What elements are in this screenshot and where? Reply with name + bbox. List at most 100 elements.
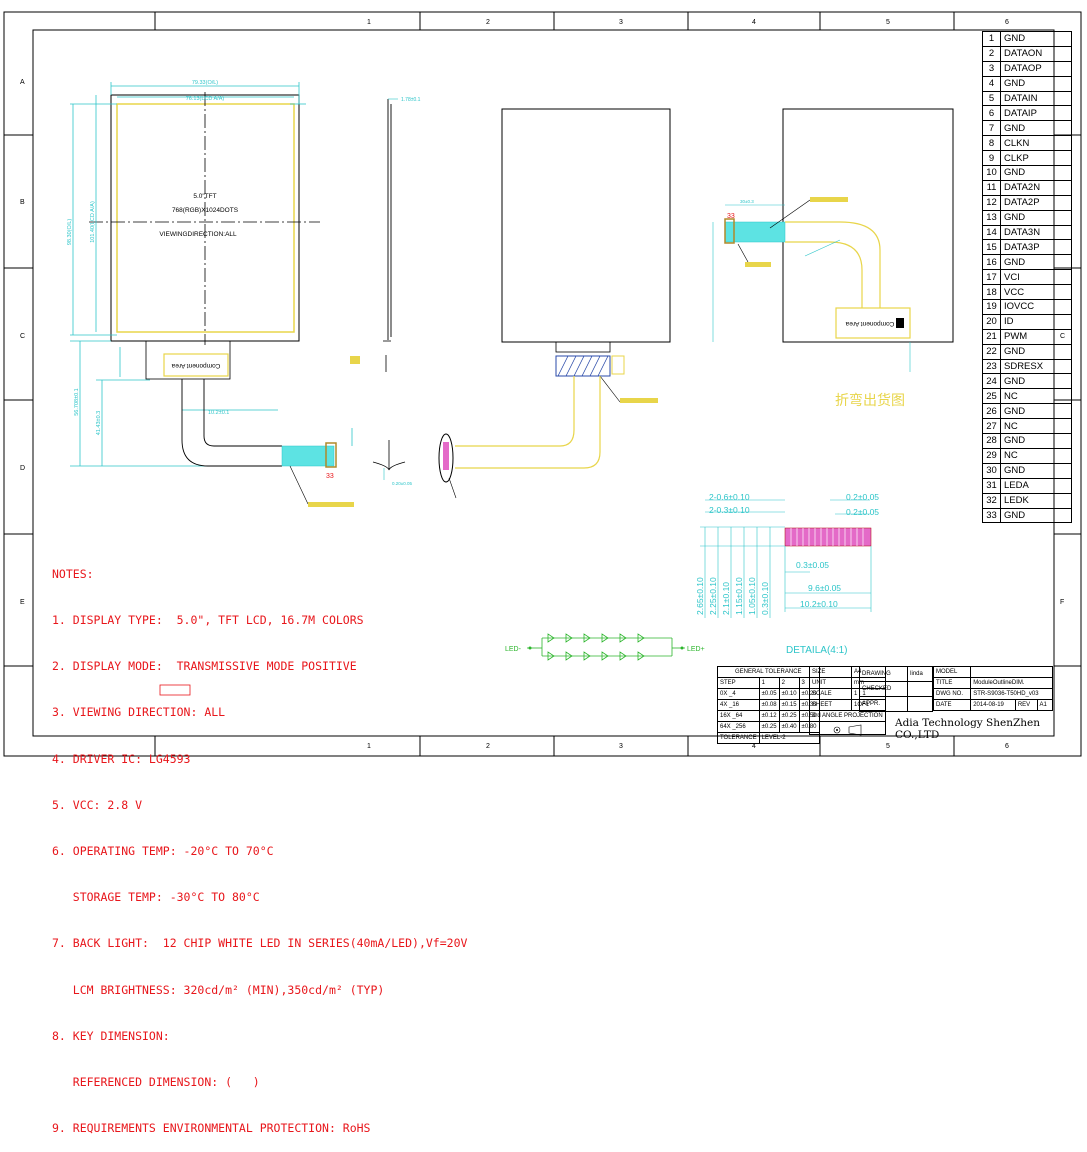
pin-signal: DATAIN bbox=[1000, 90, 1072, 107]
pin-signal: DATAIP bbox=[1000, 105, 1072, 122]
drawing-value: linda bbox=[907, 666, 933, 682]
detail-dim: 0.2±0.05 bbox=[846, 492, 879, 502]
tol-cell: ±0.40 bbox=[778, 721, 800, 733]
pin-signal: VCI bbox=[1000, 269, 1072, 286]
tol-cell: ±0.08 bbox=[758, 699, 780, 711]
tolerance-header: GENERAL TOLERANCE bbox=[717, 666, 820, 678]
detail-dim: 2-0.3±0.10 bbox=[709, 505, 750, 515]
detail-vdim: 2.65±0.10 bbox=[695, 577, 705, 615]
rev-label: REV bbox=[1014, 699, 1038, 711]
pin-signal: DATA3P bbox=[1000, 239, 1072, 256]
pin-signal: LEDK bbox=[1000, 492, 1072, 509]
pin-number: 24 bbox=[982, 373, 1001, 390]
dwg-label: DWG NO. bbox=[932, 688, 972, 700]
row-label: E bbox=[20, 599, 25, 606]
note-line: NOTES: bbox=[52, 566, 94, 581]
pin-signal: VCC bbox=[1000, 284, 1072, 301]
tol-cell: ±0.12 bbox=[758, 710, 780, 722]
row-label: F bbox=[1060, 599, 1064, 606]
note-line: LCM BRIGHTNESS: 320cd/m² (MIN),350cd/m² … bbox=[52, 982, 385, 997]
dim-bottom: 0.20±0.05 bbox=[392, 481, 412, 486]
led-string: LED- LED+ bbox=[505, 633, 705, 661]
dim-aa-height: 101.40(LCD A/A) bbox=[90, 201, 96, 243]
pin-number: 11 bbox=[982, 179, 1001, 196]
row-label: B bbox=[20, 199, 25, 206]
pin-number: 20 bbox=[982, 313, 1001, 330]
tol-cell: 0X _4 bbox=[717, 688, 760, 700]
pin-number: 33 bbox=[982, 507, 1001, 524]
detail-vdim: 2.25±0.10 bbox=[708, 577, 718, 615]
col-label: 4 bbox=[752, 743, 756, 750]
pin-number: 17 bbox=[982, 269, 1001, 286]
pin-number: 28 bbox=[982, 433, 1001, 449]
appr-label: APPR. bbox=[858, 696, 909, 712]
level-label: LEVEL-2 bbox=[758, 732, 820, 744]
checked-label: CHECKED bbox=[858, 681, 909, 697]
tol-cell: ±0.15 bbox=[778, 699, 800, 711]
sheet-label: SHEET bbox=[808, 699, 853, 711]
tol-cell: ±0.10 bbox=[778, 688, 800, 700]
tol-cell: ±0.25 bbox=[778, 710, 800, 722]
col-label: 5 bbox=[886, 743, 890, 750]
pin-number: 18 bbox=[982, 284, 1001, 301]
pin-number: 1 bbox=[982, 31, 1001, 47]
active-area bbox=[116, 103, 295, 333]
pin-signal: LEDA bbox=[1000, 477, 1072, 494]
viewing-label: VIEWINGDIRECTION:ALL bbox=[159, 231, 237, 238]
note-line: STORAGE TEMP: -30°C TO 80°C bbox=[52, 890, 260, 905]
detail-dim: 0.2±0.05 bbox=[846, 507, 879, 517]
col-label: 1 bbox=[367, 743, 371, 750]
detail-dim: 2-0.6±0.10 bbox=[709, 492, 750, 502]
dim-label: 30±0.3 bbox=[740, 199, 754, 204]
note-line: REFERENCED DIMENSION: ( ) bbox=[52, 1075, 260, 1090]
pin-signal: GND bbox=[1000, 165, 1072, 181]
pin-signal: CLKN bbox=[1000, 135, 1072, 152]
detail-vdim: 0.3±0.10 bbox=[760, 582, 770, 615]
pin-number: 2 bbox=[982, 45, 1001, 62]
scale-label: SCALE bbox=[808, 688, 853, 700]
pin33-label: 33 bbox=[326, 473, 334, 480]
pin-signal: ID bbox=[1000, 313, 1072, 330]
pin-signal: DATAON bbox=[1000, 45, 1072, 62]
col-label: 6 bbox=[1005, 19, 1009, 26]
detail-dim: 10.2±0.10 bbox=[800, 599, 838, 609]
note-line: 5. VCC: 2.8 V bbox=[52, 797, 143, 812]
size-label: SIZE bbox=[808, 666, 853, 678]
detail-vdim: 1.05±0.10 bbox=[747, 577, 757, 615]
dim-thickness: 1.78±0.1 bbox=[401, 97, 421, 103]
projection-label: 3rd ANGLE PROJECTION bbox=[809, 710, 886, 722]
date-value: 2014-08-19 bbox=[970, 699, 1016, 711]
pin-number: 16 bbox=[982, 254, 1001, 271]
title-label: TITLE bbox=[932, 677, 972, 689]
pin-signal: GND bbox=[1000, 403, 1072, 420]
pin-number: 22 bbox=[982, 343, 1001, 360]
back-view-2: 33 Component Area 30±0.3 折弯出货图 bbox=[712, 108, 954, 408]
pin-number: 15 bbox=[982, 239, 1001, 256]
col-label: 4 bbox=[752, 19, 756, 26]
pin-number: 7 bbox=[982, 120, 1001, 137]
pin-signal: GND bbox=[1000, 254, 1072, 271]
pin-number: 25 bbox=[982, 388, 1001, 405]
col-label: 3 bbox=[619, 743, 623, 750]
pin-signal: DATA2N bbox=[1000, 179, 1072, 196]
pin-signal: GND bbox=[1000, 209, 1072, 226]
pin-signal: SDRESX bbox=[1000, 358, 1072, 375]
col-label: 3 bbox=[619, 19, 623, 26]
dim-total-height: 56.708±0.1 bbox=[74, 388, 80, 416]
dim-fpc-height: 41.43±0.3 bbox=[96, 411, 102, 435]
note-line: 9. REQUIREMENTS ENVIRONMENTAL PROTECTION… bbox=[52, 1121, 371, 1136]
detail-dim: 0.3±0.05 bbox=[796, 560, 829, 570]
